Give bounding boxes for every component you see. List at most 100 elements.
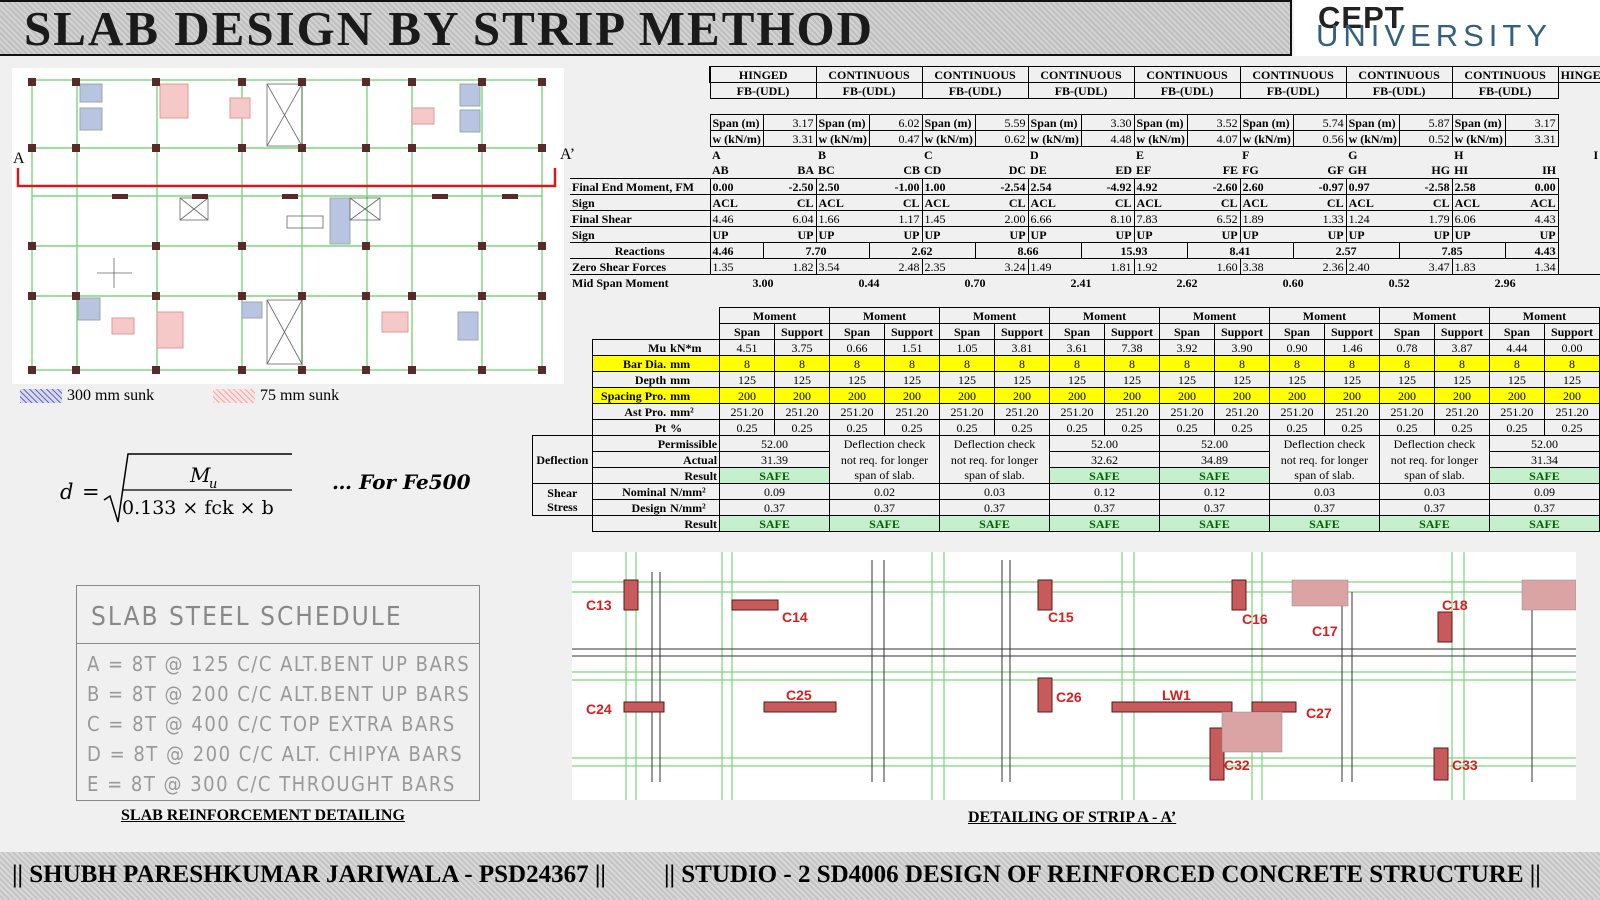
shear-value: 6.06 [1451,210,1506,227]
moment-header: Moment [1268,307,1380,324]
detail-label: C32 [1224,757,1250,773]
mid-span-value: 0.44 [816,274,923,291]
support-type: CONTINUOUS [1239,66,1347,83]
design-value: 1.46 [1323,339,1380,356]
row-unit: mm [668,355,721,372]
detail-label: C25 [786,687,812,703]
blank [570,67,710,83]
section-label-a: A [13,150,25,167]
sign-value: UP [1133,226,1188,243]
floor-plan-svg [16,78,557,374]
node-label: I [1593,147,1599,162]
span-header: Span [1049,323,1105,340]
design-value: 8 [1323,355,1380,372]
zero-shear-value: 1.92 [1133,258,1188,275]
mid-span-value: 0.70 [922,274,1029,291]
schedule-row: B = 8T @ 200 C/C ALT.BENT UP BARS [87,682,471,706]
member-label: EF [1136,163,1152,178]
zero-shear-value: 1.35 [709,258,763,275]
support-header: Support [774,323,831,340]
sign-value: UP [1027,226,1082,243]
member-label: DC [1008,163,1027,178]
sign-value: CL [1187,194,1241,211]
fem-value: -0.97 [1293,178,1347,195]
spacer-row [570,99,1600,115]
node-label: H [1454,147,1464,162]
deflection-note: Deflection check [1378,435,1490,452]
design-value: 1.05 [939,339,995,356]
design-stress-value: 0.37 [829,499,941,516]
shear-value: 6.04 [763,210,816,227]
design-value: 4.51 [719,339,776,356]
span-label: Span (m) [1451,114,1506,131]
design-value: 0.25 [1433,419,1490,436]
fem-value: -4.92 [1081,178,1135,195]
schedule-row: E = 8T @ 300 C/C THROUGHT BARS [87,772,456,796]
formula-eq: = [82,480,100,504]
member-label: GF [1327,163,1345,178]
shear-result: SAFE [939,515,1050,532]
row-unit: kN*m [668,339,721,356]
sign-value: UP [1345,226,1400,243]
blank [533,420,593,436]
design-value: 200 [1103,387,1160,404]
zero-shear-value: 1.81 [1081,258,1135,275]
design-stress-value: 0.37 [719,499,831,516]
w-value: 3.31 [1504,130,1559,147]
strip-detail-svg: C13 C14 C15 C16 C17 C18 C24 C25 C26 LW1 … [572,552,1576,800]
shear-value: 1.89 [1239,210,1294,227]
shear-value: 4.46 [709,210,763,227]
span-header: Span [1158,323,1215,340]
sign-value: CL [1399,194,1453,211]
design-value: 0.25 [1158,419,1215,436]
formula-lhs: d [60,480,73,504]
deflection-note: span of slab. [829,467,941,484]
depth-formula: d = M u 0.133 × fck × b … For Fe500 [60,453,471,523]
deflection-result: SAFE [1488,467,1600,484]
slab-steel-schedule: SLAB STEEL SCHEDULE A = 8T @ 125 C/C ALT… [76,585,480,801]
sign-value: ACL [1505,194,1559,211]
member-label: GH [1348,163,1367,178]
reaction-value: 15.93 [1080,242,1188,259]
hatch-swatch-blue [20,389,62,403]
design-stress-value: 0.37 [1049,499,1160,516]
mid-span-value: 0.52 [1346,274,1453,291]
support-type: HINGED [709,66,817,83]
sign-value: CL [1293,194,1347,211]
design-value: 125 [1488,371,1545,388]
support-header: Support [884,323,941,340]
sign-value: UP [1399,226,1453,243]
load-row: FB-(UDL)FB-(UDL)FB-(UDL)FB-(UDL)FB-(UDL)… [570,82,1600,99]
zero-shear-value: 2.48 [869,258,923,275]
sign-value: ACL [709,194,763,211]
design-value: 3.90 [1213,339,1270,356]
design-value: 0.25 [1323,419,1380,436]
fem-value: 1.00 [921,178,976,195]
span-value: 5.87 [1398,114,1453,131]
sign-value: ACL [1239,194,1294,211]
design-value: 125 [939,371,995,388]
detail-label: C26 [1056,689,1082,705]
span-value: 5.59 [974,114,1029,131]
design-value: 0.25 [1049,419,1105,436]
fem-value: 2.54 [1027,178,1082,195]
w-value: 0.56 [1292,130,1347,147]
sign-value: UP [1505,226,1559,243]
actual-value: 31.39 [719,451,831,468]
sign-value: CL [975,194,1029,211]
logo-line2: UNIVERSITY [1316,18,1553,53]
sign-value: UP [1239,226,1294,243]
logo-line1: CEPT [1318,0,1405,35]
row-label: Spacing Pro. [591,387,669,404]
legend-75mm: 75 mm sunk [213,386,339,406]
detail-label: C27 [1306,705,1332,721]
row-label: Ast Pro. [591,403,669,420]
design-value: 8 [1049,355,1105,372]
design-value: 251.20 [1049,403,1105,420]
shear-value: 1.17 [869,210,923,227]
